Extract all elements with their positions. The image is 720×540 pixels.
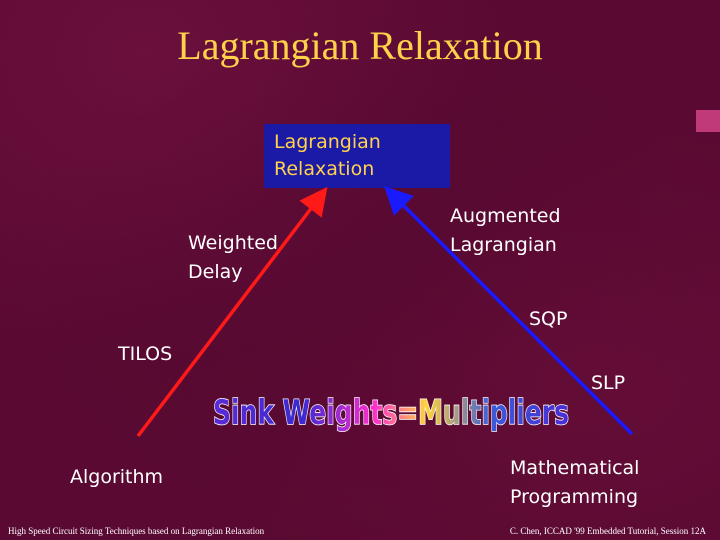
augmented-lagrangian-line-1: Augmented — [450, 205, 561, 227]
tilos-label: TILOS — [118, 343, 173, 365]
augmented-lagrangian-label: Augmented Lagrangian — [450, 202, 561, 260]
algorithm-label: Algorithm — [70, 466, 164, 488]
left-arrow — [136, 186, 328, 438]
weighted-delay-label: Weighted Delay — [188, 229, 278, 287]
mathematical-programming-label: Mathematical Programming — [510, 454, 639, 512]
slide-title: Lagrangian Relaxation — [177, 23, 543, 68]
footer-right: C. Chen, ICCAD '99 Embedded Tutorial, Se… — [509, 526, 706, 536]
weighted-delay-line-2: Delay — [188, 261, 243, 283]
augmented-lagrangian-line-2: Lagrangian — [450, 234, 557, 256]
slp-label: SLP — [591, 372, 626, 394]
box-line-2: Relaxation — [274, 158, 375, 180]
mathematical-programming-line-1: Mathematical — [510, 457, 640, 479]
weighted-delay-line-1: Weighted — [188, 232, 278, 254]
lagrangian-relaxation-box: Lagrangian Relaxation — [264, 124, 450, 188]
sink-weights-text: Sink Weights=Multipliers — [213, 393, 569, 433]
footer-left: High Speed Circuit Sizing Techniques bas… — [8, 526, 265, 536]
box-line-1: Lagrangian — [274, 131, 381, 153]
right-arrow — [384, 186, 634, 436]
sqp-label: SQP — [529, 308, 568, 330]
mathematical-programming-line-2: Programming — [510, 486, 639, 508]
sink-weights-wordart: Sink Weights=Multipliers — [212, 392, 570, 434]
corner-accent — [696, 110, 720, 132]
